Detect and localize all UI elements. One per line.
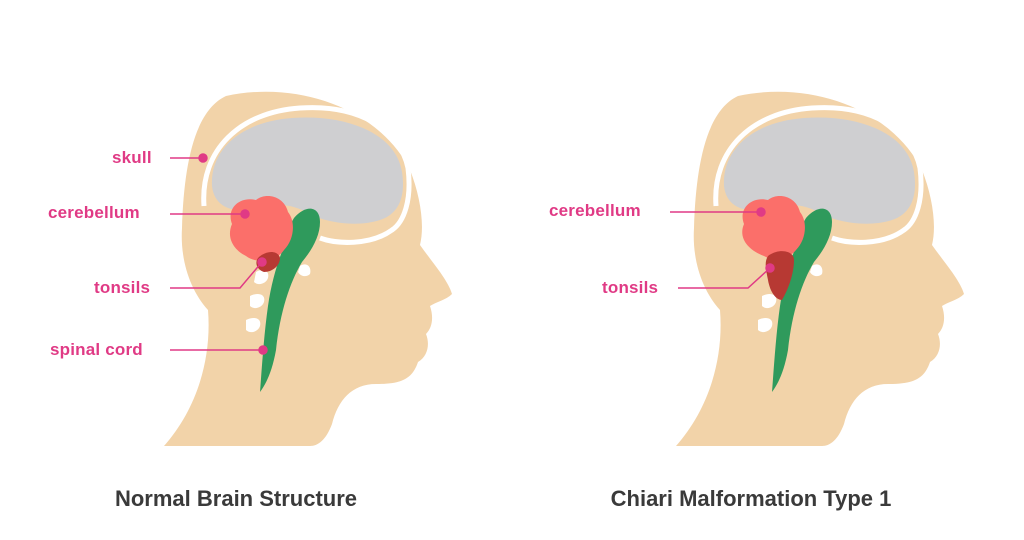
- tonsils-label: tonsils: [94, 278, 151, 297]
- normal-brain-caption: Normal Brain Structure: [114, 486, 358, 511]
- chiari-head-illustration: [670, 91, 964, 446]
- herniated-tonsils: [765, 251, 794, 300]
- skull-inner-gap: [201, 105, 412, 245]
- spinal-cord-label: spinal cord: [50, 340, 143, 359]
- tonsils: [256, 252, 280, 272]
- tonsils-leader-dot: [257, 257, 267, 267]
- tonsils-leader-line: [170, 261, 263, 289]
- normal-head-illustration: [164, 91, 452, 446]
- cerebrum: [211, 117, 404, 224]
- chiari-panel: cerebellum tonsils Chiari Malformation T…: [512, 0, 1024, 540]
- cerebellum-label: cerebellum: [48, 203, 140, 222]
- skull-leader-dot: [198, 153, 208, 163]
- vertebrae: [758, 264, 823, 333]
- cerebellum-label: cerebellum: [549, 201, 641, 220]
- vertebrae: [246, 264, 311, 333]
- cerebellum-leader-dot: [756, 207, 766, 217]
- cerebrum: [723, 117, 916, 224]
- spinal-cord: [260, 208, 320, 392]
- chiari-caption: Chiari Malformation Type 1: [610, 486, 892, 511]
- spinal-cord-leader-dot: [258, 345, 268, 355]
- skull-inner-gap: [713, 105, 924, 245]
- skull-label: skull: [112, 148, 152, 167]
- normal-brain-panel: skull cerebellum tonsils spinal cord Nor…: [48, 91, 452, 511]
- tonsils-label: tonsils: [602, 278, 659, 297]
- tonsils-leader-line: [678, 267, 771, 289]
- spinal-cord: [772, 208, 832, 392]
- cerebellum-leader-dot: [240, 209, 250, 219]
- tonsils-leader-dot: [765, 263, 775, 273]
